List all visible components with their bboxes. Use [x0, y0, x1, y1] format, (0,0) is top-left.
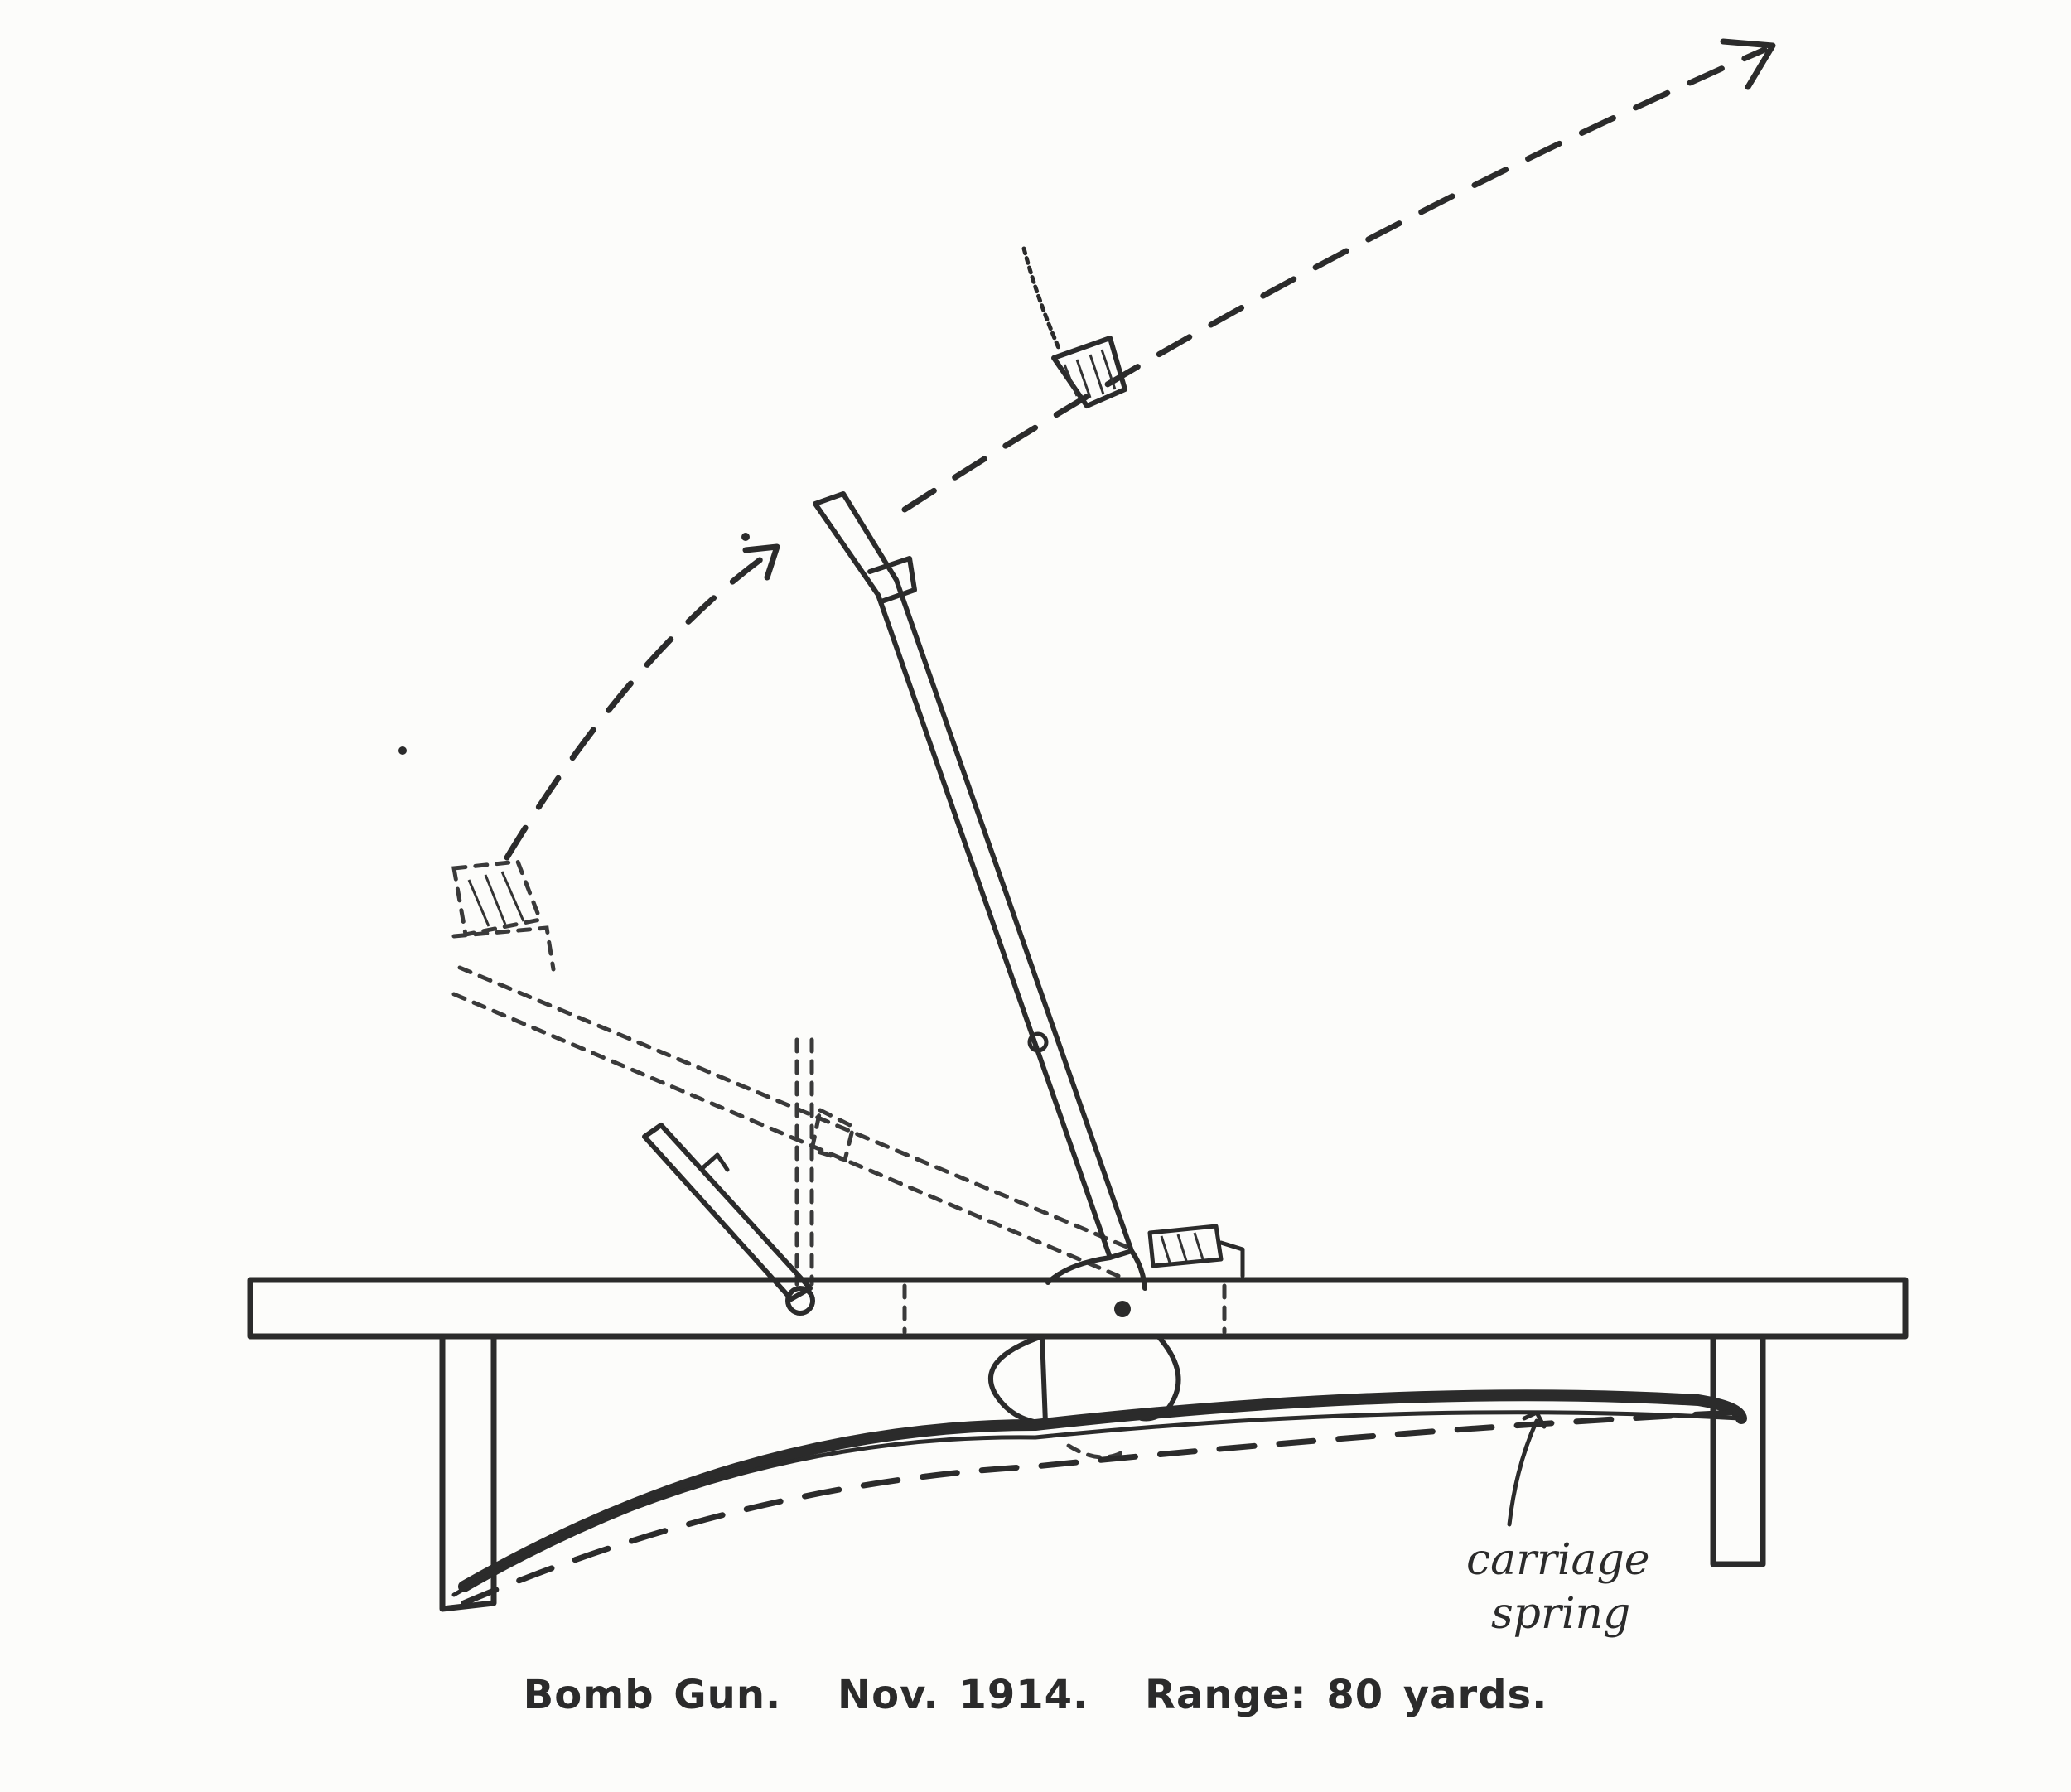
- caption-range: Range: 80 yards.: [1144, 1672, 1548, 1718]
- release-catch: [1147, 1224, 1245, 1278]
- bench-top: [247, 1277, 1909, 1340]
- label-spring: spring: [1491, 1589, 1630, 1639]
- carriage-spring: [451, 1389, 1747, 1597]
- throwing-arm: [813, 491, 1147, 1291]
- arm-loaded-position: [451, 965, 1129, 1287]
- launch-trajectory: [398, 533, 780, 861]
- caption-date: Nov. 1914.: [837, 1672, 1089, 1718]
- carriage-spring-relaxed: [461, 1409, 1736, 1606]
- bench-legs: [439, 1333, 1766, 1612]
- bomb-at-release: [451, 859, 556, 972]
- label-pointer: [1507, 1418, 1539, 1527]
- cocking-lever: [642, 1123, 813, 1302]
- caption-name: Bomb Gun.: [523, 1672, 782, 1718]
- flight-trajectory: [901, 38, 1776, 513]
- figure-caption: Bomb Gun. Nov. 1914. Range: 80 yards.: [0, 1672, 2071, 1718]
- bomb-in-flight: [1021, 246, 1127, 408]
- label-carriage: carriage: [1466, 1535, 1650, 1585]
